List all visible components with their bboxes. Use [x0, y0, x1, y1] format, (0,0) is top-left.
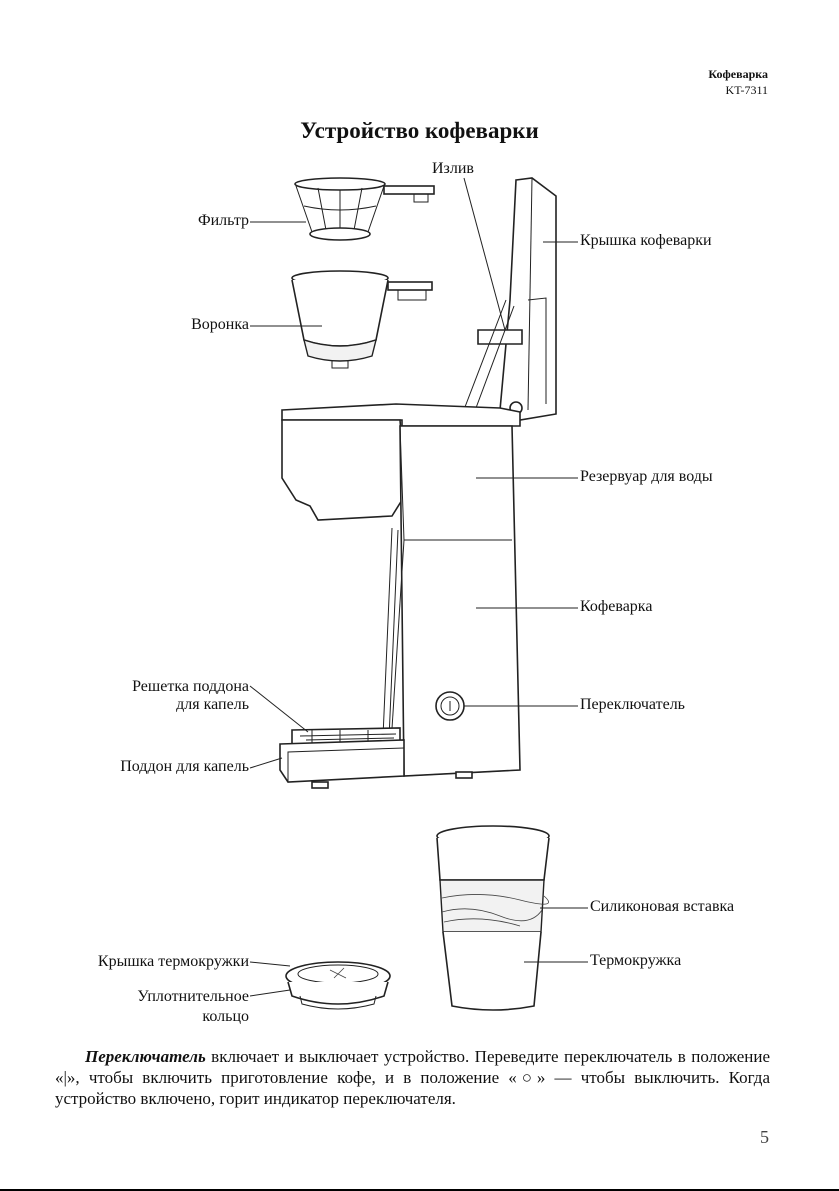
- label-funnel: Воронка: [191, 316, 249, 333]
- footer-rule: [0, 1189, 839, 1191]
- filter-drawing: [294, 177, 435, 241]
- label-spout: Излив: [432, 160, 474, 177]
- label-mug-lid: Крышка термокружки: [97, 953, 249, 970]
- label-body: Кофеварка: [580, 598, 653, 615]
- label-filter: Фильтр: [197, 212, 249, 229]
- description-text: включает и выключает устройство. Перевед…: [55, 1047, 770, 1108]
- label-reservoir: Резервуар для воды: [580, 468, 713, 485]
- body-drawing: [281, 403, 521, 777]
- label-lid: Крышка кофеварки: [580, 232, 712, 249]
- page-number: 5: [760, 1127, 769, 1147]
- label-mug: Термокружка: [590, 952, 682, 969]
- description-paragraph: Переключатель включает и выключает устро…: [55, 1046, 770, 1109]
- label-tray: Поддон для капель: [120, 758, 249, 775]
- header-model: KT-7311: [725, 83, 768, 97]
- header-brand: Кофеварка: [708, 67, 768, 81]
- label-grid-line1: Решетка поддона: [132, 678, 249, 695]
- funnel-drawing: [291, 270, 433, 369]
- label-ring-line1: Уплотнительное: [137, 988, 249, 1005]
- lid-drawing: [452, 177, 557, 428]
- label-ring-line2: кольцо: [202, 1008, 249, 1025]
- label-grid-line2: для капель: [176, 696, 249, 713]
- label-switch: Переключатель: [580, 696, 685, 713]
- label-silicone: Силиконовая вставка: [590, 898, 735, 915]
- drip-tray-drawing: [279, 727, 521, 789]
- page-title: Устройство кофеварки: [300, 118, 539, 143]
- leader-lines: [249, 177, 588, 997]
- description-lead: Переключатель: [85, 1047, 206, 1066]
- thermo-mug-drawing: [436, 825, 550, 1011]
- mug-lid-drawing: [285, 961, 391, 1010]
